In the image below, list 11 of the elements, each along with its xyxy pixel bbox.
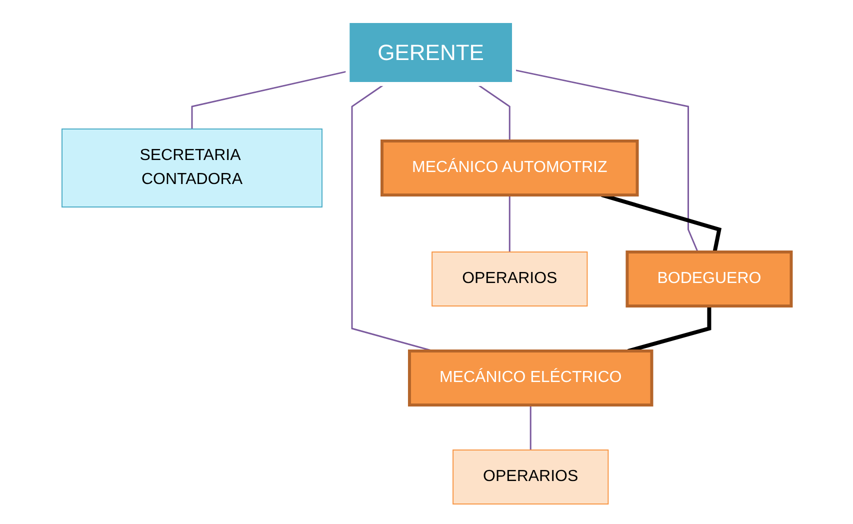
node-box: OPERARIOS <box>452 449 609 504</box>
node-box: SECRETARIA CONTADORA <box>61 128 322 207</box>
node-box: MECÁNICO ELÉCTRICO <box>408 349 654 406</box>
connector <box>191 70 348 128</box>
connector <box>514 68 698 252</box>
connector <box>627 306 712 352</box>
connector <box>508 194 510 252</box>
node-box: BODEGUERO <box>626 250 793 307</box>
node-box: OPERARIOS <box>431 251 588 306</box>
node-box: MECÁNICO AUTOMOTRIZ <box>380 139 639 196</box>
connector <box>530 404 532 450</box>
